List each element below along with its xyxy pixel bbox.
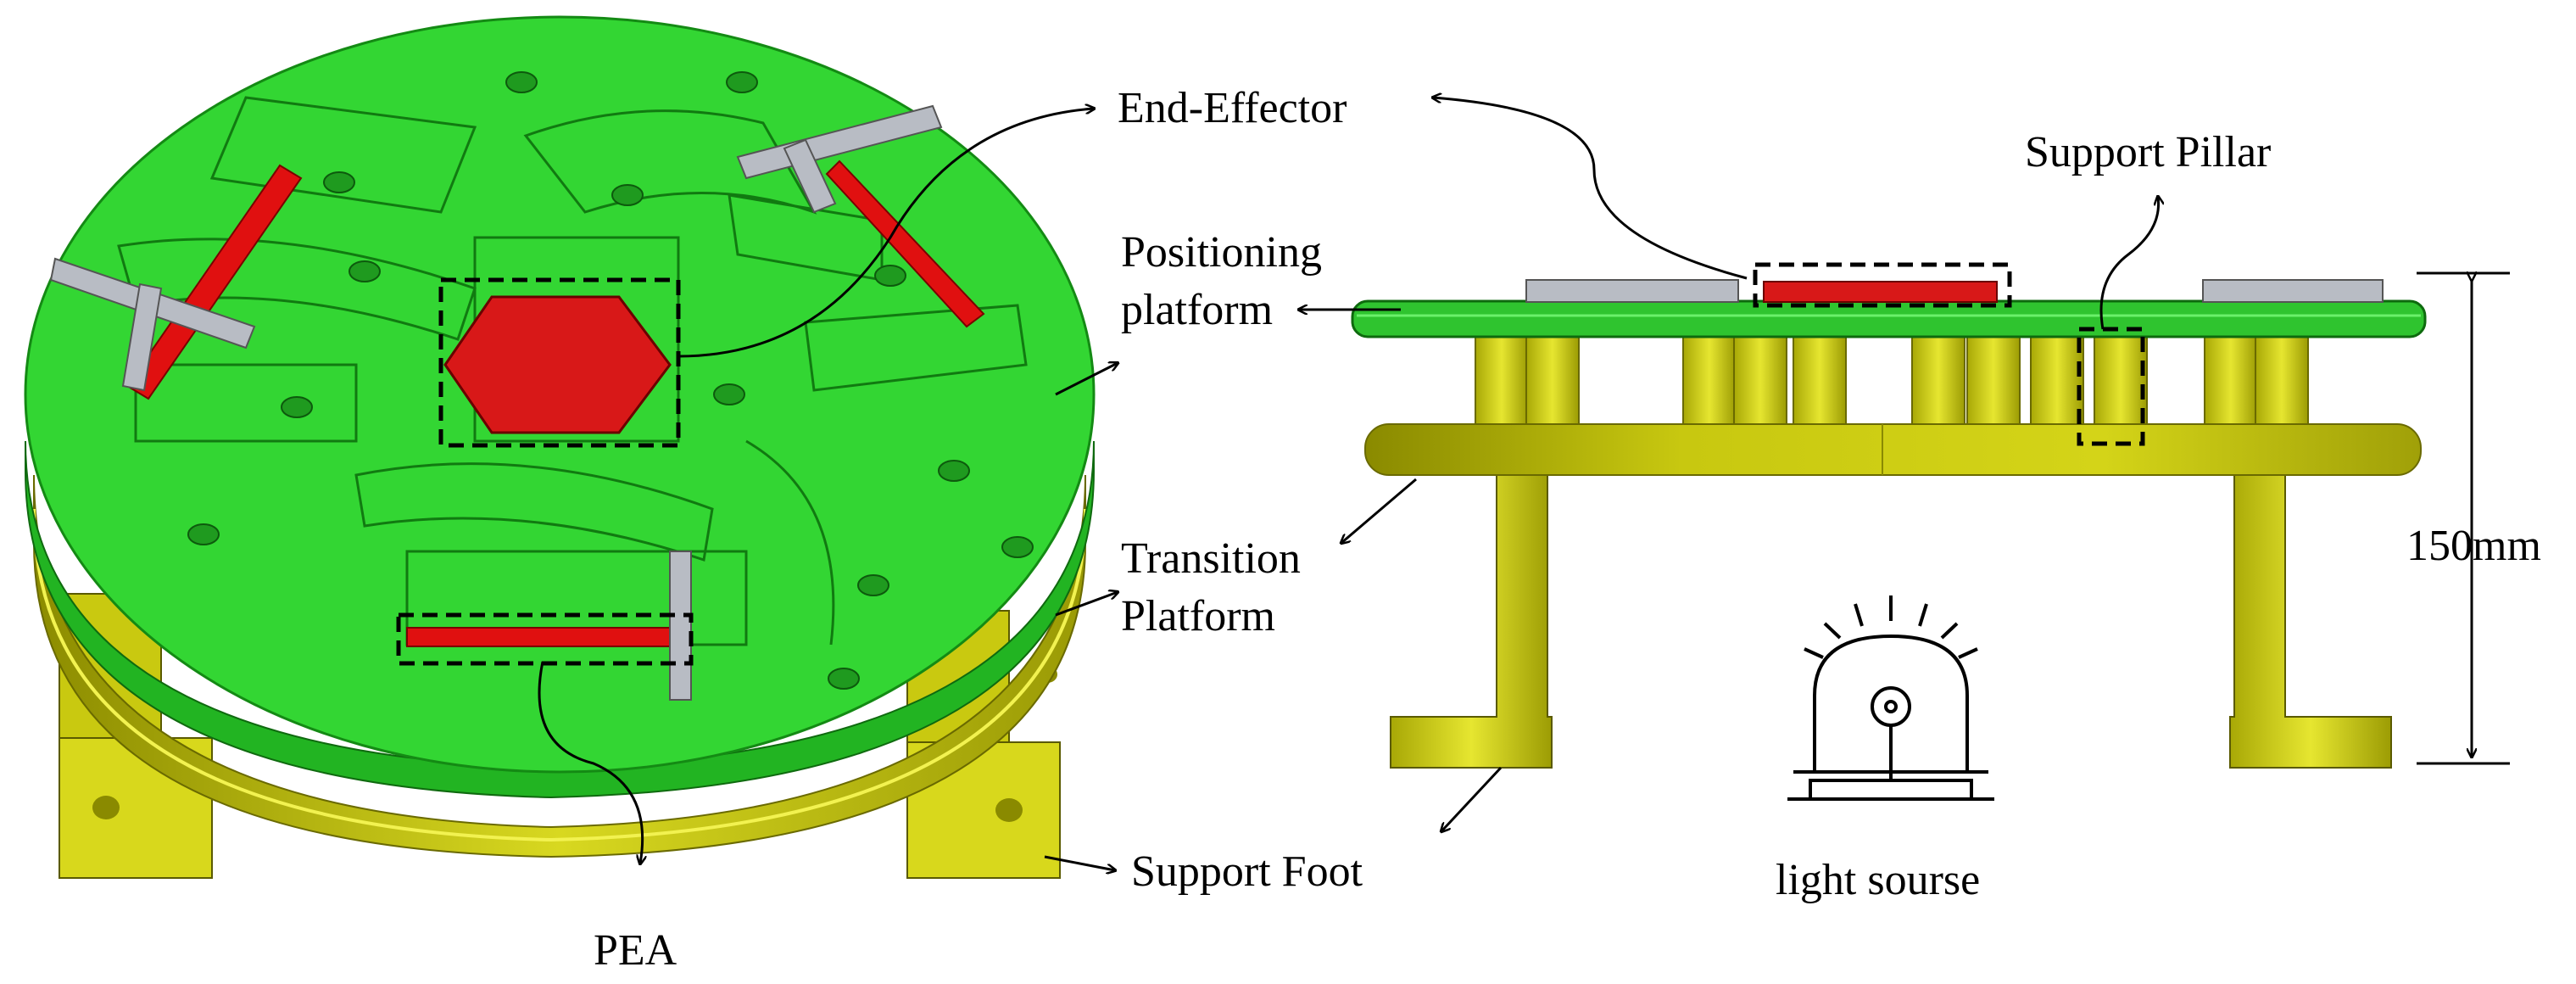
iso-pea-actuators: [125, 159, 985, 647]
iso-assembly: [24, 15, 1096, 879]
label-pea: PEA: [594, 926, 677, 975]
label-dimension-height: 150mm: [2406, 522, 2541, 570]
callout-end-effector-iso: [677, 109, 1094, 358]
label-end-effector: End-Effector: [1118, 84, 1347, 132]
iso-end-effector-box: [438, 277, 681, 448]
side-support-feet: [1390, 470, 2392, 769]
side-clamp-right: [2202, 279, 2384, 303]
callout-transition-platform-iso: [1055, 592, 1118, 617]
callout-positioning-platform-iso: [1055, 363, 1118, 396]
side-end-effector: [1763, 281, 1998, 303]
light-source-icon: [1787, 595, 1994, 801]
iso-end-effector: [443, 295, 672, 434]
side-support-pillars: [1475, 334, 2309, 429]
label-positioning-line2: platform: [1121, 286, 1273, 334]
callout-pea: [538, 661, 643, 864]
label-transition-line2: Platform: [1121, 592, 1275, 640]
callout-support-foot-side: [1441, 766, 1503, 831]
side-transition-platform: [1364, 423, 2422, 476]
callout-transition-platform-side: [1341, 478, 1417, 543]
side-pillar-box: [2077, 327, 2145, 446]
label-transition-line1: Transition: [1121, 534, 1301, 583]
side-clamp-left: [1525, 279, 1739, 303]
iso-pea-box: [396, 612, 694, 666]
height-dimension: [2417, 273, 2510, 765]
callout-end-effector-side: [1433, 98, 1748, 280]
iso-mount-holes: [187, 71, 1034, 690]
callout-lines: [538, 98, 2159, 870]
label-positioning-line1: Positioning: [1121, 228, 1322, 277]
side-end-effector-box: [1753, 262, 2012, 308]
labels: End-Effector Support Pillar Positioning …: [594, 84, 2541, 975]
label-support-pillar: Support Pillar: [2025, 128, 2271, 176]
callout-support-foot-iso: [1044, 855, 1115, 870]
callout-support-pillar: [2099, 197, 2159, 330]
label-light-source: light sourse: [1776, 856, 1980, 904]
label-support-foot: Support Foot: [1131, 847, 1363, 896]
side-view-assembly: [1351, 262, 2510, 801]
